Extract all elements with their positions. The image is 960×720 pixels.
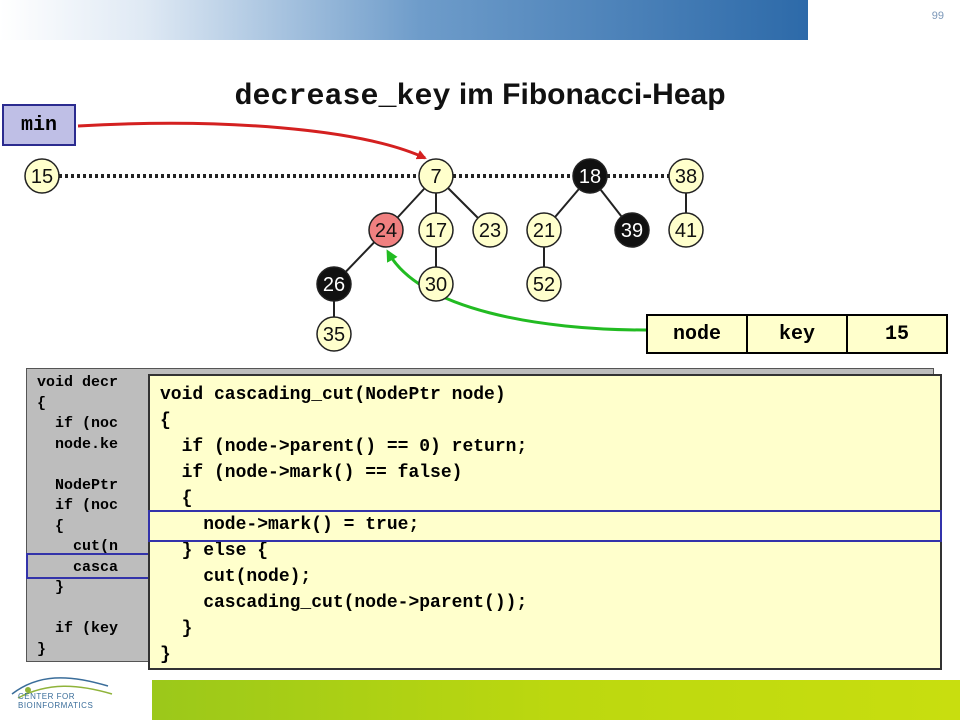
heap-node-circle — [526, 266, 562, 302]
heap-node-circle — [614, 212, 650, 248]
cascading-cut-code: void cascading_cut(NodePtr node) { if (n… — [160, 385, 528, 665]
heap-node-24: 24 — [368, 212, 404, 248]
heap-node-key: 26 — [323, 274, 345, 296]
heap-node-key: 17 — [425, 220, 447, 242]
heap-node-circle — [668, 158, 704, 194]
heap-node-key: 38 — [675, 166, 697, 188]
heap-node-circle — [572, 158, 608, 194]
logo-text: CENTER FOR BIOINFORMATICS — [18, 692, 94, 710]
heap-node-15: 15 — [24, 158, 60, 194]
min-arrow — [77, 121, 427, 160]
heap-node-circle — [316, 266, 352, 302]
heap-node-key: 39 — [621, 220, 643, 242]
slide-number: 99 — [931, 10, 944, 22]
heap-node-circle — [526, 212, 562, 248]
min-pointer-box: min — [2, 104, 76, 146]
node-key-table: node key 15 — [646, 314, 948, 354]
key-cell: key — [748, 316, 848, 352]
heap-node-circle — [472, 212, 508, 248]
back-code-highlight — [26, 553, 166, 579]
heap-node-26: 26 — [316, 266, 352, 302]
heap-node-35: 35 — [316, 316, 352, 352]
heap-node-circle — [418, 212, 454, 248]
heap-node-key: 30 — [425, 274, 447, 296]
heap-node-key: 18 — [579, 166, 601, 188]
heap-node-circle — [316, 316, 352, 352]
heap-node-key: 41 — [675, 220, 697, 242]
bioinformatics-logo-icon — [11, 677, 113, 699]
heap-node-38: 38 — [668, 158, 704, 194]
heap-node-key: 7 — [430, 166, 441, 188]
decrease-key-code: void decr { if (noc node.ke NodePtr if (… — [37, 374, 119, 658]
heap-node-18: 18 — [572, 158, 608, 194]
node-cell: node — [648, 316, 748, 352]
heap-node-circle — [418, 158, 454, 194]
heap-node-key: 15 — [31, 166, 53, 188]
heap-node-7: 7 — [418, 158, 454, 194]
heap-node-circle — [418, 266, 454, 302]
heap-node-key: 21 — [533, 220, 555, 242]
title-text: im Fibonacci-Heap — [450, 78, 726, 111]
node-pointer-arrow — [386, 249, 647, 332]
heap-node-key: 35 — [323, 324, 345, 346]
heap-node-circle — [668, 212, 704, 248]
heap-node-52: 52 — [526, 266, 562, 302]
value-cell: 15 — [884, 322, 909, 346]
title-code: decrease_key — [234, 80, 451, 114]
heap-node-30: 30 — [418, 266, 454, 302]
front-code-highlight — [148, 510, 942, 542]
heap-node-key: 52 — [533, 274, 555, 296]
heap-node-23: 23 — [472, 212, 508, 248]
heap-node-circle — [24, 158, 60, 194]
heap-node-21: 21 — [526, 212, 562, 248]
heap-node-circle — [368, 212, 404, 248]
footer-gradient-bar — [152, 680, 960, 720]
heap-node-17: 17 — [418, 212, 454, 248]
heap-node-39: 39 — [614, 212, 650, 248]
slide-title: decrease_key im Fibonacci-Heap — [0, 78, 960, 114]
heap-node-key: 23 — [479, 220, 501, 242]
header-gradient-bar — [0, 0, 808, 40]
heap-node-key: 24 — [375, 220, 397, 242]
heap-node-41: 41 — [668, 212, 704, 248]
cascading-cut-code-panel: void cascading_cut(NodePtr node) { if (n… — [148, 374, 942, 670]
